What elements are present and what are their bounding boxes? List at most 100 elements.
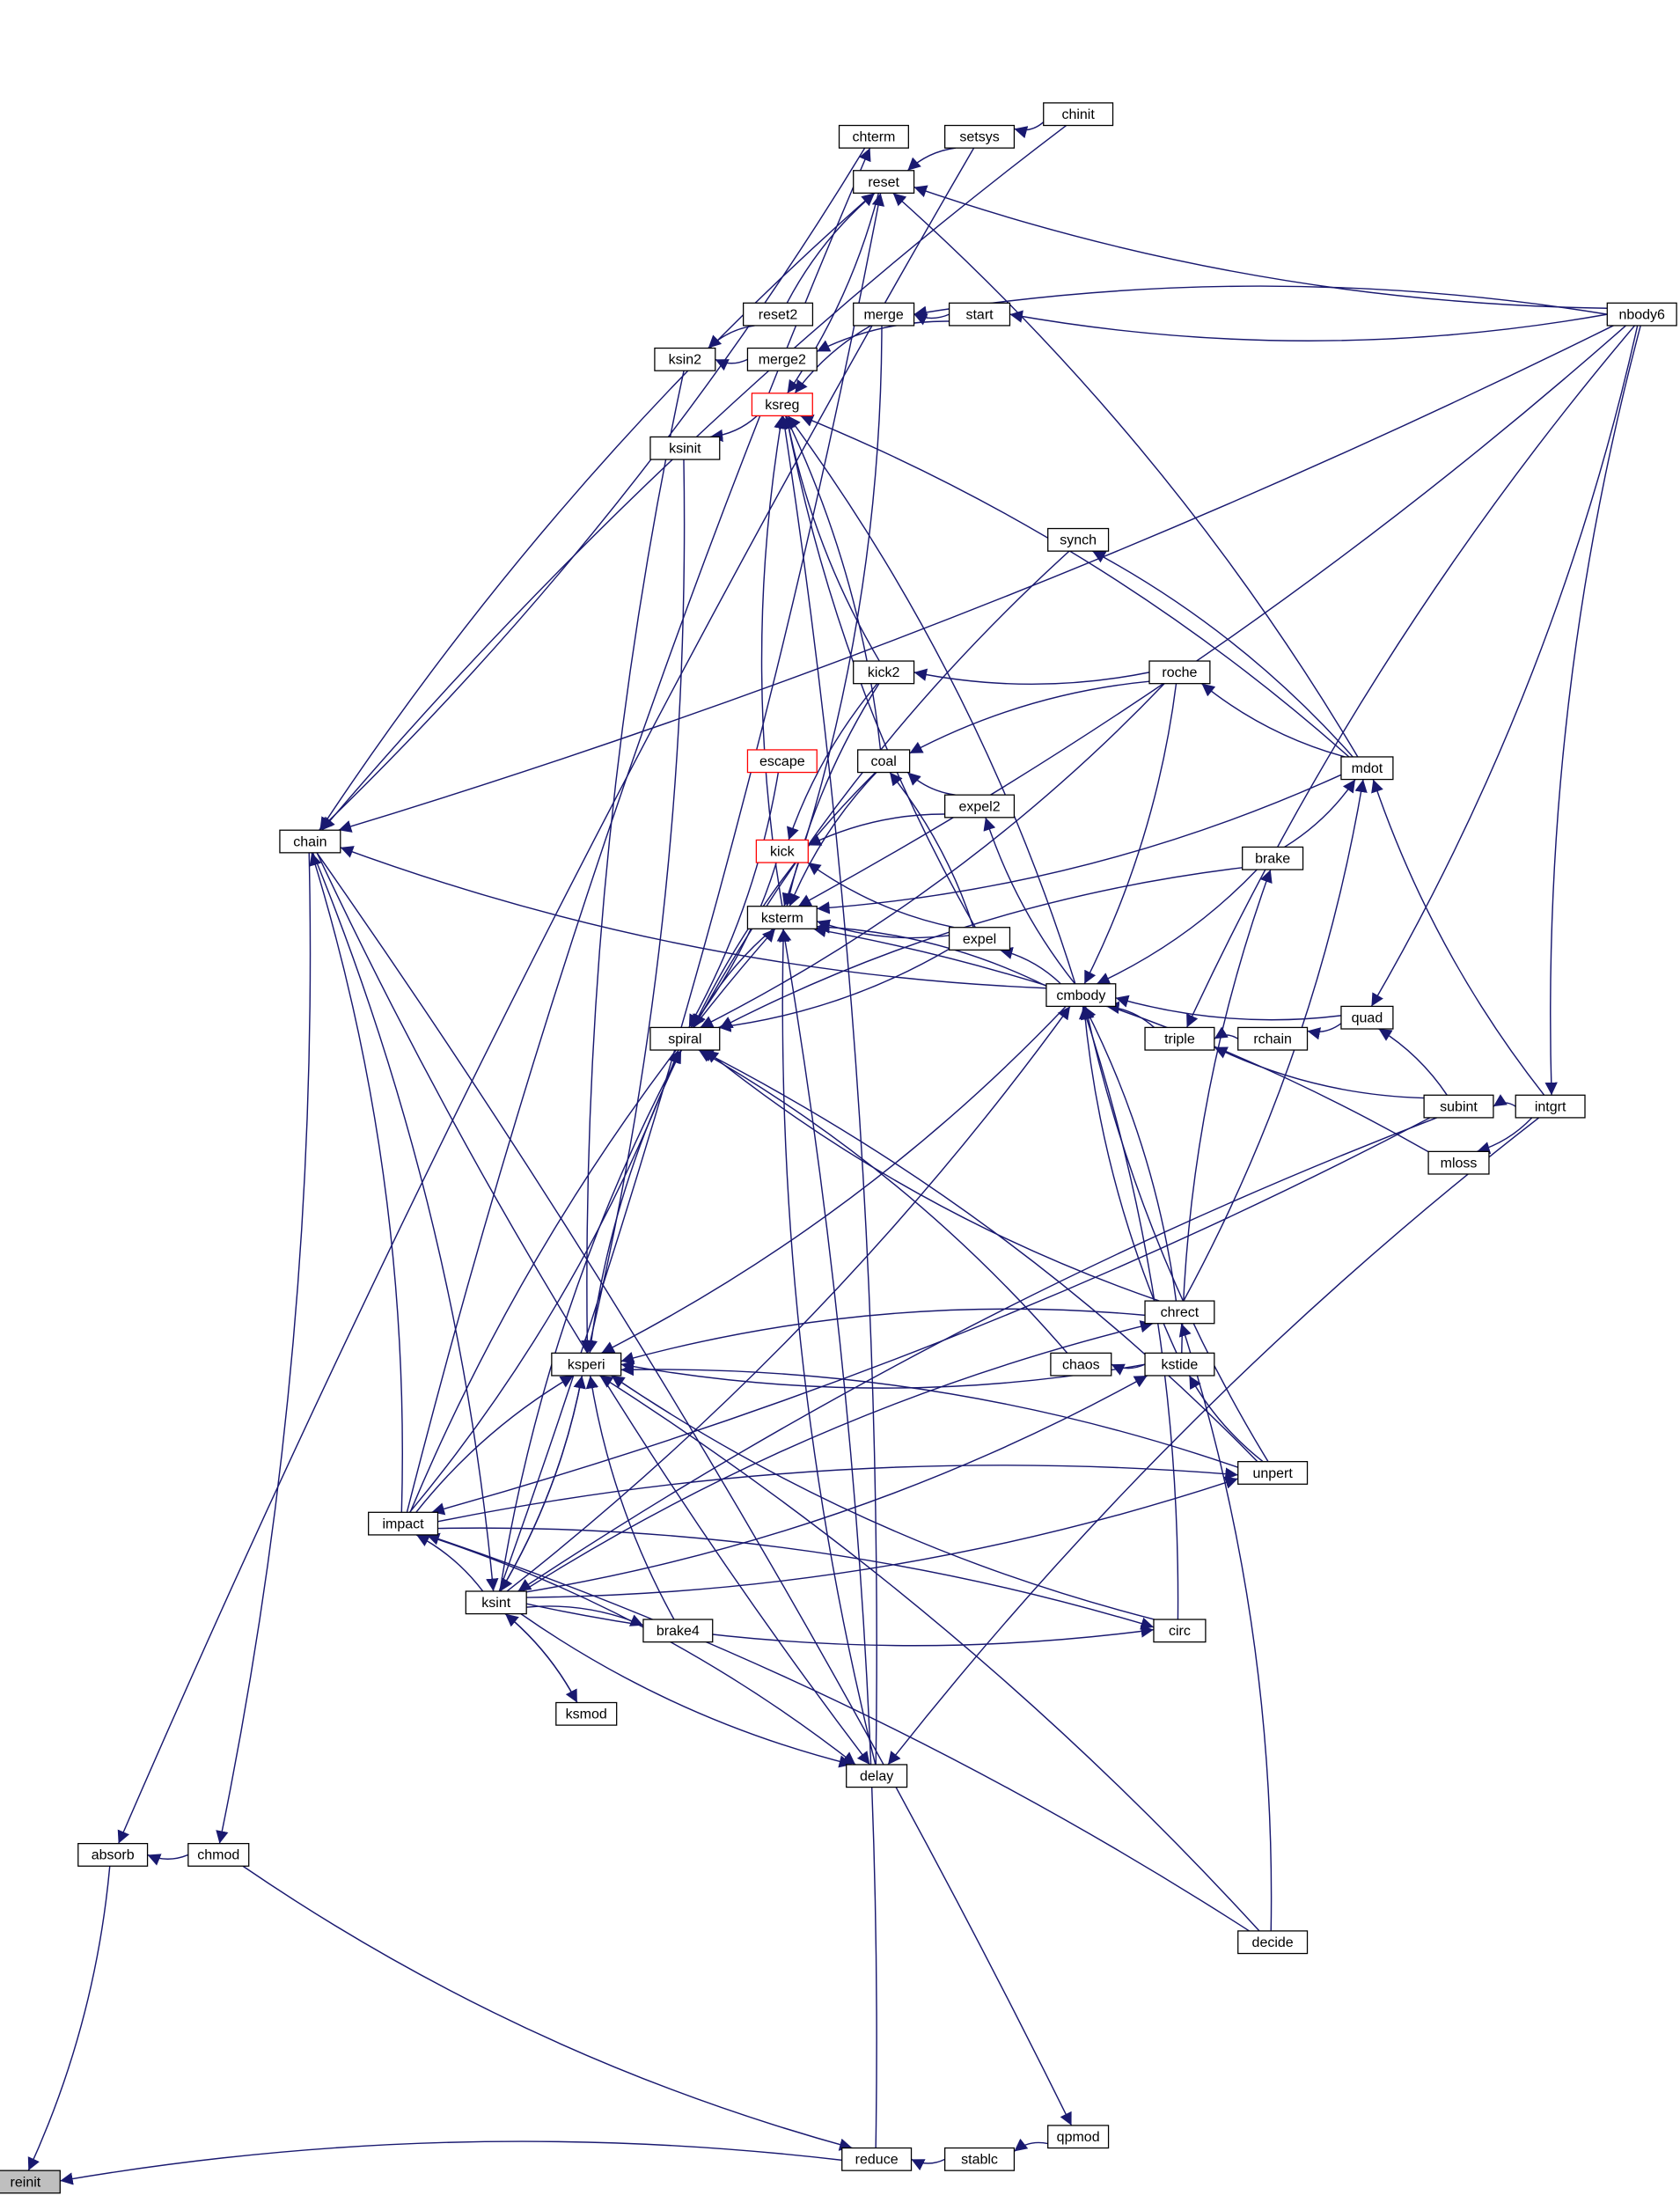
node-setsys[interactable]: setsys [944,124,1016,149]
node-qpmod[interactable]: qpmod [1047,2125,1110,2149]
node-cmbody[interactable]: cmbody [1045,983,1117,1008]
edge-mdot-to-synch [1092,550,1354,758]
node-box [755,839,809,863]
node-ksterm[interactable]: ksterm [746,906,818,929]
edge-ksint-to-ksperi [499,1375,586,1592]
node-chrect[interactable]: chrect [1144,1300,1215,1325]
node-box [1606,302,1677,327]
node-chinit[interactable]: chinit [1043,102,1114,127]
node-label: ksin2 [669,353,701,368]
node-synch[interactable]: synch [1047,527,1110,552]
edge-chinit-to-setsys [1014,121,1045,139]
node-impact[interactable]: impact [368,1511,439,1536]
node-chain[interactable]: chain [279,829,341,854]
node-stablc[interactable]: stablc [944,2147,1016,2171]
edge-nbody6-to-start [1009,310,1608,341]
node-label: mloss [1441,1156,1478,1171]
node-rchain[interactable]: rchain [1237,1026,1309,1051]
edge-brake-to-mdot [1284,779,1356,848]
node-merge2[interactable]: merge2 [746,347,818,371]
node-ksmod[interactable]: ksmod [555,1701,618,1726]
node-kstide[interactable]: kstide [1144,1352,1215,1377]
edge-ksperi-to-ksint [499,1375,583,1592]
edge-ksint-to-delay [520,1613,853,1768]
edge-cmbody-to-ksperi [601,1005,1067,1354]
node-mdot[interactable]: mdot [1340,756,1394,781]
node-start[interactable]: start [948,302,1011,327]
node-reduce[interactable]: reduce [841,2147,913,2171]
node-ksinit[interactable]: ksinit [649,436,721,460]
node-brake4[interactable]: brake4 [642,1619,714,1643]
node-unpert[interactable]: unpert [1237,1461,1309,1485]
node-box [857,749,911,774]
edge-chain-to-delay [316,852,870,1766]
node-triple[interactable]: triple [1144,1026,1215,1051]
edge-coal-to-spiral [692,772,877,1028]
node-ksin2[interactable]: ksin2 [654,347,716,371]
edge-cmbody-to-chain [340,846,1046,989]
node-ksreg[interactable]: ksreg [751,393,813,417]
edge-expel2-to-kick [807,813,945,847]
node-label: merge [863,307,903,322]
node-label: ksperi [568,1357,605,1372]
edge-escape-to-spiral [688,772,780,1028]
node-circ[interactable]: circ [1153,1619,1207,1643]
node-absorb[interactable]: absorb [77,1842,149,1867]
node-box [1047,527,1110,552]
node-nbody6[interactable]: nbody6 [1606,302,1677,327]
node-chaos[interactable]: chaos [1050,1352,1112,1377]
edge-chmod-to-absorb [147,1854,189,1866]
node-label: chrect [1161,1305,1199,1320]
node-reset2[interactable]: reset2 [743,302,814,327]
node-box [1237,1461,1309,1485]
node-kick2[interactable]: kick2 [853,660,915,685]
node-kick[interactable]: kick [755,839,809,863]
node-delay[interactable]: delay [846,1764,908,1788]
edge-cmbody-to-ksterm [817,921,1047,988]
node-reset[interactable]: reset [853,170,915,195]
node-box [551,1352,622,1377]
edge-subint-to-ksint [517,1117,1437,1592]
node-merge[interactable]: merge [853,302,915,327]
edge-impact-to-ksterm [409,928,776,1513]
edge-reset2-to-reset [786,192,876,304]
node-expel[interactable]: expel [948,927,1011,951]
edge-reduce-to-ksterm [779,929,877,2148]
node-box [1047,2125,1110,2149]
node-box [77,1842,149,1867]
node-coal[interactable]: coal [857,749,911,774]
node-reinit[interactable]: reinit [0,2170,61,2194]
edge-impact-to-chain [309,852,403,1513]
node-chterm[interactable]: chterm [838,124,909,149]
node-ksint[interactable]: ksint [465,1590,527,1615]
edge-expel-to-spiral [717,948,950,1032]
node-label: quad [1352,1011,1383,1026]
node-box [465,1590,527,1615]
edge-chain-to-chmod [216,852,312,1844]
node-chmod[interactable]: chmod [187,1842,250,1867]
edge-synch-to-spiral [693,550,1070,1028]
edge-brake-to-spiral [719,867,1243,1029]
node-box [1148,660,1211,685]
node-intgrt[interactable]: intgrt [1515,1094,1586,1119]
edge-mloss-to-ksterm [813,924,1429,1153]
node-expel2[interactable]: expel2 [944,794,1016,819]
node-label: kstide [1162,1357,1199,1372]
edge-kick2-to-kick [787,683,878,841]
node-ksperi[interactable]: ksperi [551,1352,622,1377]
node-box [751,393,813,417]
node-quad[interactable]: quad [1340,1005,1394,1030]
node-label: setsys [959,130,999,145]
node-box [846,1764,908,1788]
edge-ksint-to-impact [415,1534,484,1592]
edge-ksint-to-kstide [526,1375,1148,1593]
node-decide[interactable]: decide [1237,1930,1309,1955]
node-roche[interactable]: roche [1148,660,1211,685]
node-spiral[interactable]: spiral [649,1026,721,1051]
node-label: ksint [481,1596,510,1611]
node-subint[interactable]: subint [1423,1094,1494,1119]
node-escape[interactable]: escape [746,749,818,774]
node-mloss[interactable]: mloss [1427,1150,1490,1175]
node-brake[interactable]: brake [1242,846,1304,870]
